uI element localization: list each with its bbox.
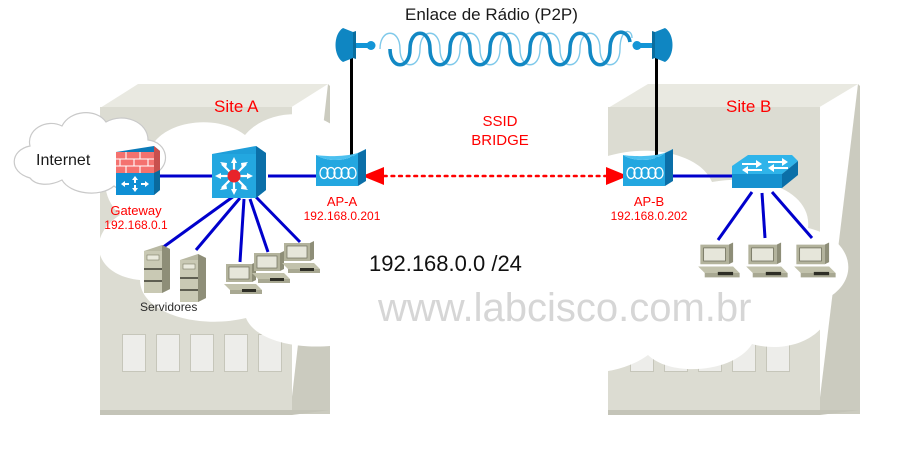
dish-antenna-icon-right bbox=[632, 28, 673, 62]
access-point-icon-b[interactable] bbox=[620, 146, 678, 190]
ap-a-label: AP-A bbox=[326, 194, 358, 209]
multilayer-switch-icon[interactable] bbox=[208, 142, 270, 204]
servers-label: Servidores bbox=[140, 300, 198, 314]
radio-wave-icon bbox=[379, 30, 633, 67]
mast-left bbox=[350, 55, 353, 160]
gateway-label-group: Gateway 192.168.0.1 bbox=[76, 203, 196, 232]
ap-b-label-group: AP-B 192.168.0.202 bbox=[589, 194, 709, 223]
access-point-icon-a[interactable] bbox=[313, 146, 371, 190]
ssid-label-line2: BRIDGE bbox=[471, 132, 529, 149]
dish-antenna-icon-left bbox=[335, 28, 376, 62]
workstation-icon bbox=[746, 242, 788, 278]
workstation-icon bbox=[282, 241, 320, 273]
watermark: www.labcisco.com.br bbox=[378, 286, 752, 330]
site-b-label: Site B bbox=[726, 97, 772, 116]
workstation-icon bbox=[698, 242, 740, 278]
site-a-label: Site A bbox=[214, 97, 259, 116]
ssid-bridge-label: SSID BRIDGE bbox=[440, 112, 560, 150]
wireless-bridge-link bbox=[362, 167, 628, 185]
diagram-title: Enlace de Rádio (P2P) bbox=[405, 5, 578, 24]
ap-a-ip: 192.168.0.201 bbox=[303, 209, 381, 223]
server-icon bbox=[180, 254, 206, 302]
workstation-icon bbox=[794, 242, 836, 278]
gateway-ip: 192.168.0.1 bbox=[104, 218, 168, 232]
gateway-label: Gateway bbox=[110, 203, 162, 218]
workstation-icon bbox=[252, 251, 290, 283]
mast-right bbox=[655, 55, 658, 160]
ap-b-label: AP-B bbox=[633, 194, 665, 209]
ap-a-label-group: AP-A 192.168.0.201 bbox=[282, 194, 402, 223]
firewall-icon[interactable] bbox=[110, 144, 162, 202]
subnet-label: 192.168.0.0 /24 bbox=[369, 251, 522, 276]
workgroup-switch-icon[interactable] bbox=[730, 152, 800, 194]
ssid-label-line1: SSID bbox=[482, 113, 518, 130]
ap-b-ip: 192.168.0.202 bbox=[610, 209, 688, 223]
internet-label: Internet bbox=[36, 152, 91, 169]
server-icon bbox=[144, 245, 170, 293]
